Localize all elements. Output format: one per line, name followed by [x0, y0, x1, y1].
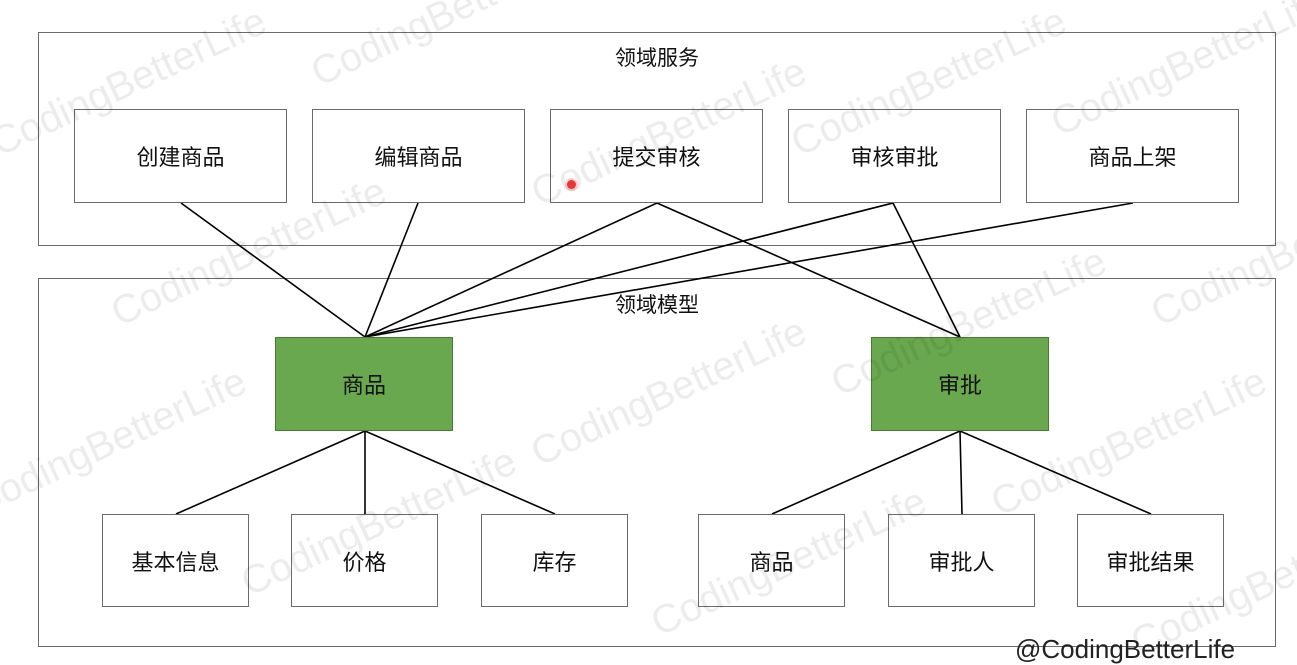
link-approval-result: [959, 430, 1152, 515]
link-submit-approval: [656, 202, 961, 338]
link-product-basic: [175, 430, 366, 515]
service-product-shelve: 商品上架: [1026, 109, 1239, 203]
aggregate-product: 商品: [275, 337, 453, 431]
service-create-product: 创建商品: [74, 109, 287, 203]
approval-approver: 审批人: [888, 514, 1035, 607]
link-review-product: [364, 202, 894, 338]
copyright-text: @CodingBetterLife: [1015, 634, 1236, 664]
link-approval-product: [771, 430, 961, 515]
product-stock: 库存: [481, 514, 628, 607]
link-product-stock: [364, 430, 556, 515]
product-basic-info: 基本信息: [102, 514, 249, 607]
link-review-approval: [892, 202, 961, 338]
link-create-product: [180, 202, 366, 338]
approval-result: 审批结果: [1077, 514, 1224, 607]
domain-model-title: 领域模型: [615, 293, 699, 317]
service-edit-product: 编辑商品: [312, 109, 525, 203]
aggregate-approval: 审批: [871, 337, 1049, 431]
service-review-approve: 审核审批: [788, 109, 1001, 203]
approval-product: 商品: [698, 514, 845, 607]
link-shelve-product: [364, 202, 1134, 338]
link-approval-approver: [959, 430, 963, 515]
service-submit-review: 提交审核: [550, 109, 763, 203]
domain-service-container: 领域服务: [38, 32, 1276, 246]
link-submit-product: [364, 202, 658, 338]
pointer-indicator-icon: [565, 178, 578, 191]
domain-model-container: 领域模型: [38, 278, 1276, 647]
product-price: 价格: [291, 514, 438, 607]
link-edit-product: [364, 202, 419, 338]
domain-service-title: 领域服务: [615, 46, 699, 70]
